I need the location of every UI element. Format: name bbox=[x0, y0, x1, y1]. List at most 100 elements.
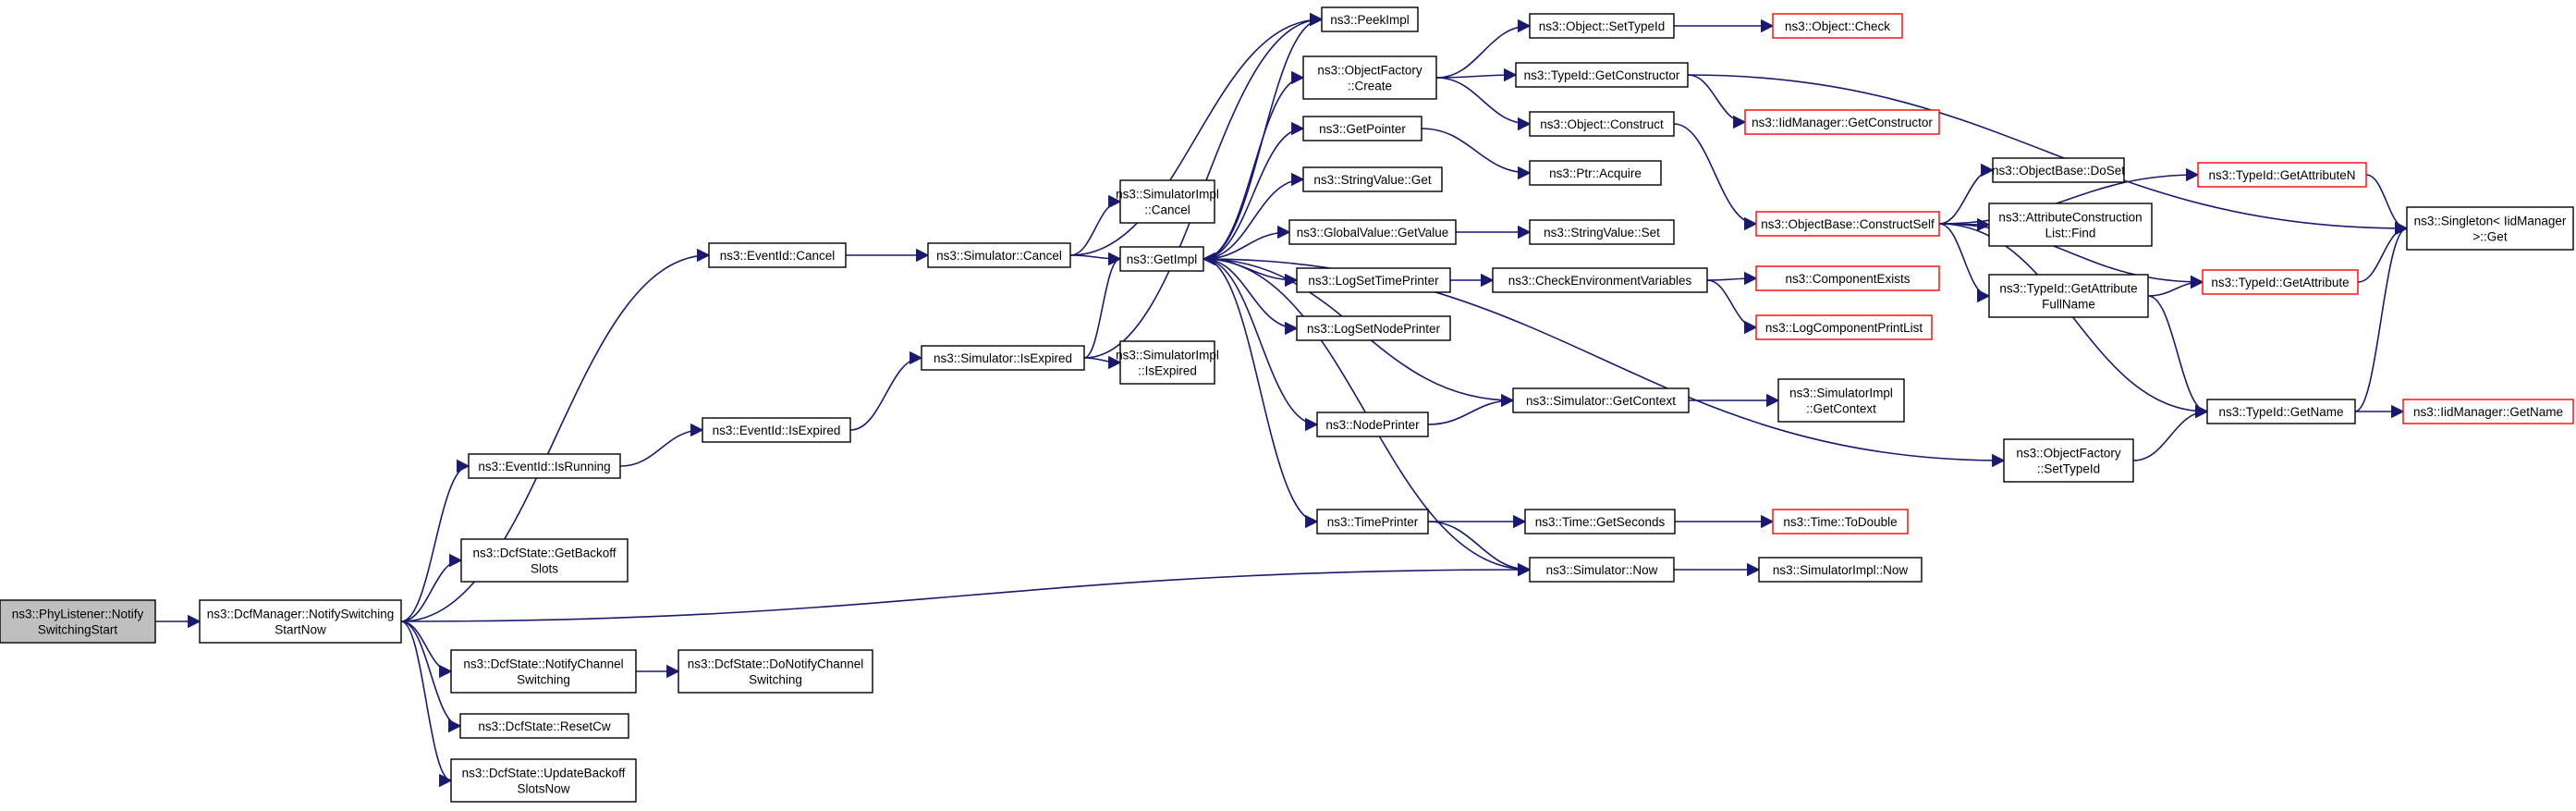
node-evrunning[interactable]: ns3::EventId::IsRunning bbox=[468, 453, 621, 479]
node-objcheck[interactable]: ns3::Object::Check bbox=[1772, 13, 1903, 39]
node-box bbox=[459, 713, 629, 739]
node-peekimpl[interactable]: ns3::PeekImpl bbox=[1321, 6, 1419, 32]
node-singleton[interactable]: ns3::Singleton< IidManager>::Get bbox=[2406, 206, 2574, 251]
node-simimplgetctx[interactable]: ns3::SimulatorImpl::GetContext bbox=[1777, 378, 1905, 423]
node-box bbox=[0, 599, 156, 644]
node-logcomplist[interactable]: ns3::LogComponentPrintList bbox=[1755, 314, 1933, 340]
node-box bbox=[1302, 116, 1422, 141]
node-simnow[interactable]: ns3::Simulator::Now bbox=[1529, 557, 1675, 583]
node-ofsettypeid[interactable]: ns3::ObjectFactory::SetTypeId bbox=[2003, 438, 2134, 483]
node-evexpired[interactable]: ns3::EventId::IsExpired bbox=[702, 417, 851, 443]
node-compexists[interactable]: ns3::ComponentExists bbox=[1755, 265, 1940, 291]
node-obconstself[interactable]: ns3::ObjectBase::ConstructSelf bbox=[1755, 211, 1940, 237]
node-box bbox=[460, 538, 629, 583]
node-label: ns3::DcfState::NotifyChannel bbox=[463, 657, 623, 671]
node-strvalget[interactable]: ns3::StringValue::Get bbox=[1302, 166, 1443, 192]
node-getimpl[interactable]: ns3::GetImpl bbox=[1119, 246, 1204, 272]
node-nodeprinter[interactable]: ns3::NodePrinter bbox=[1316, 412, 1429, 437]
edge-obconstself-to-obdoset bbox=[1938, 163, 1995, 225]
node-label: ns3::Singleton< IidManager bbox=[2414, 215, 2567, 228]
node-tidgetname[interactable]: ns3::TypeId::GetName bbox=[2206, 399, 2356, 424]
edge bbox=[849, 350, 923, 431]
node-box bbox=[1755, 211, 1940, 237]
node-label: ns3::StringValue::Set bbox=[1544, 226, 1660, 240]
edge bbox=[2132, 404, 2209, 461]
node-simexpired[interactable]: ns3::Simulator::IsExpired bbox=[921, 345, 1085, 371]
node-timegetsec[interactable]: ns3::Time::GetSeconds bbox=[1524, 509, 1676, 535]
edge-notify_sw-to-resetcw bbox=[400, 621, 462, 733]
node-obdoset[interactable]: ns3::ObjectBase::DoSet bbox=[1992, 157, 2125, 183]
node-label: ns3::IidManager::GetName bbox=[2413, 405, 2563, 419]
node-ptracquire[interactable]: ns3::Ptr::Acquire bbox=[1529, 160, 1662, 186]
node-logsetnode[interactable]: ns3::LogSetNodePrinter bbox=[1296, 315, 1451, 341]
node-label: SlotsNow bbox=[517, 782, 569, 796]
node-iidgetctor[interactable]: ns3::IidManager::GetConstructor bbox=[1744, 109, 1940, 135]
node-label: ns3::PhyListener::Notify bbox=[12, 608, 144, 621]
node-evcancel[interactable]: ns3::EventId::Cancel bbox=[708, 242, 847, 268]
node-label: ns3::Simulator::Cancel bbox=[936, 249, 1062, 263]
node-gvgetvalue[interactable]: ns3::GlobalValue::GetValue bbox=[1288, 219, 1457, 245]
node-getpointer[interactable]: ns3::GetPointer bbox=[1302, 116, 1422, 141]
node-logsettime[interactable]: ns3::LogSetTimePrinter bbox=[1296, 267, 1451, 293]
node-timeprinter[interactable]: ns3::TimePrinter bbox=[1316, 509, 1429, 535]
node-timetodouble[interactable]: ns3::Time::ToDouble bbox=[1772, 509, 1909, 535]
node-iidgetname[interactable]: ns3::IidManager::GetName bbox=[2402, 399, 2574, 424]
node-box bbox=[2402, 399, 2574, 424]
node-strvalset[interactable]: ns3::StringValue::Set bbox=[1529, 219, 1675, 245]
nodes-layer: ns3::PhyListener::NotifySwitchingStartns… bbox=[0, 6, 2574, 803]
node-simimplcancel[interactable]: ns3::SimulatorImpl::Cancel bbox=[1116, 179, 1219, 224]
node-label: Switching bbox=[749, 673, 802, 687]
node-box bbox=[2202, 269, 2359, 295]
node-tidgetattr[interactable]: ns3::TypeId::GetAttribute bbox=[2202, 269, 2359, 295]
node-label: ns3::Time::ToDouble bbox=[1783, 515, 1897, 529]
edge bbox=[1421, 128, 1532, 180]
node-label: FullName bbox=[2042, 298, 2095, 312]
node-objsettypeid[interactable]: ns3::Object::SetTypeId bbox=[1529, 13, 1675, 39]
node-label: ns3::TypeId::GetAttribute bbox=[2211, 276, 2349, 289]
node-box bbox=[1755, 265, 1940, 291]
edge bbox=[1938, 223, 2204, 289]
node-label: ns3::IidManager::GetConstructor bbox=[1752, 116, 1933, 129]
edge bbox=[1069, 252, 1122, 266]
node-label: ns3::DcfState::DoNotifyChannel bbox=[688, 657, 864, 671]
node-box bbox=[1758, 557, 1923, 583]
node-simgetctx[interactable]: ns3::Simulator::GetContext bbox=[1512, 387, 1690, 413]
node-label: ns3::SimulatorImpl bbox=[1116, 188, 1219, 202]
node-objconstruct[interactable]: ns3::Object::Construct bbox=[1529, 111, 1675, 137]
node-simimplexp[interactable]: ns3::SimulatorImpl::IsExpired bbox=[1116, 340, 1219, 385]
node-label: ns3::GetImpl bbox=[1127, 252, 1198, 266]
node-box bbox=[1529, 111, 1675, 137]
edge-getimpl-to-timeprinter bbox=[1203, 258, 1319, 529]
edge bbox=[400, 621, 462, 733]
node-ofcreate[interactable]: ns3::ObjectFactory::Create bbox=[1302, 55, 1437, 100]
node-resetcw[interactable]: ns3::DcfState::ResetCw bbox=[459, 713, 629, 739]
edge-simcancel-to-simimplcancel bbox=[1069, 194, 1122, 256]
node-checkenv[interactable]: ns3::CheckEnvironmentVariables bbox=[1492, 267, 1708, 293]
node-box bbox=[1524, 509, 1676, 535]
node-label: ns3::StringValue::Get bbox=[1313, 173, 1432, 187]
node-simimplnow[interactable]: ns3::SimulatorImpl::Now bbox=[1758, 557, 1923, 583]
node-box bbox=[1302, 166, 1443, 192]
node-simcancel[interactable]: ns3::Simulator::Cancel bbox=[927, 242, 1071, 268]
node-box bbox=[1119, 340, 1215, 385]
node-tidgetattrn[interactable]: ns3::TypeId::GetAttributeN bbox=[2197, 162, 2367, 188]
node-label: ns3::Object::SetTypeId bbox=[1539, 19, 1666, 33]
edge bbox=[1203, 70, 1305, 260]
edge-evrunning-to-evexpired bbox=[619, 423, 704, 467]
node-tidgetctor[interactable]: ns3::TypeId::GetConstructor bbox=[1515, 62, 1689, 88]
edge bbox=[1435, 18, 1532, 79]
node-box bbox=[1988, 203, 2153, 247]
node-box bbox=[1777, 378, 1905, 423]
edge bbox=[1706, 279, 1758, 335]
edge-getimpl-to-getpointer bbox=[1203, 121, 1305, 260]
node-label: ns3::LogSetNodePrinter bbox=[1307, 322, 1441, 336]
